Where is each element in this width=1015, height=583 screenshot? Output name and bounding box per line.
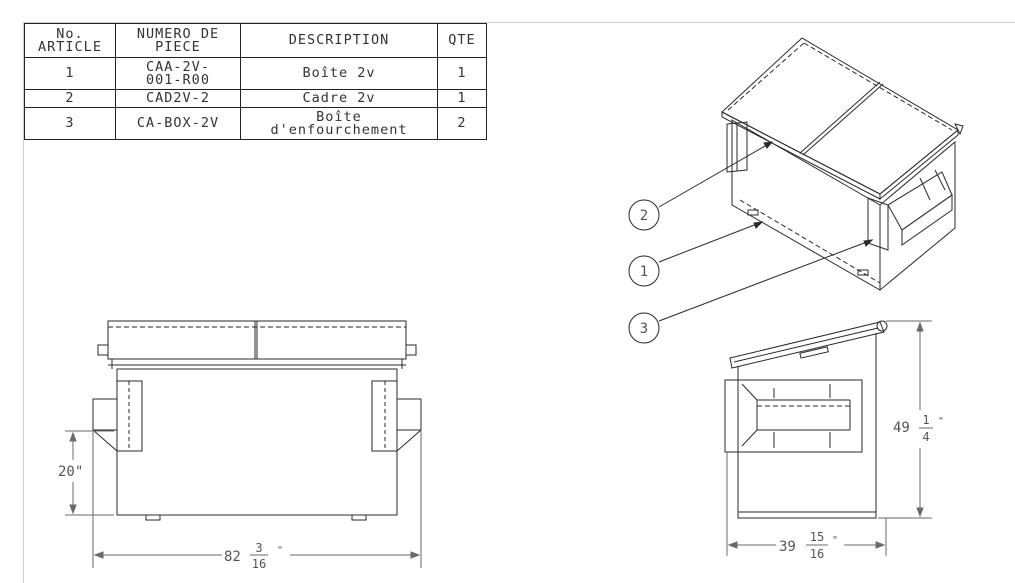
- front-dimensions: [65, 430, 422, 568]
- bom-cell-article: 3: [24, 107, 116, 140]
- side-dimensions: [726, 320, 932, 556]
- iso-fork-pocket-right: [867, 197, 889, 251]
- front-body-outline: [116, 368, 398, 516]
- bom-cell-qty: 1: [437, 89, 487, 108]
- side-fork-pocket: [724, 379, 863, 453]
- front-foot-left: [145, 514, 161, 521]
- side-width-denominator: 16: [810, 547, 824, 561]
- width-dimension-numerator: 3: [255, 541, 262, 555]
- side-body-outline: [737, 333, 877, 519]
- balloon-1: [628, 255, 660, 287]
- front-fork-flare-right: [396, 398, 422, 452]
- bom-cell-qty: 1: [437, 57, 487, 90]
- iso-lid-front-edge: [721, 111, 881, 200]
- front-handle-right: [406, 344, 417, 356]
- leader-3: [658, 239, 873, 322]
- bom-cell-part-number: CAD2V-2: [115, 89, 241, 108]
- bom-cell-part-number: CA-BOX-2V: [115, 107, 241, 140]
- bom-header-article: No.ARTICLE: [24, 23, 116, 58]
- balloon-callouts: [628, 141, 874, 344]
- balloon-2: [628, 199, 660, 231]
- leader-2: [658, 141, 773, 208]
- balloon-3: [628, 312, 660, 344]
- bom-row: 2 CAD2V-2 Cadre 2v 1: [24, 89, 487, 108]
- width-dimension-denominator: 16: [252, 557, 266, 571]
- side-height-denominator: 4: [922, 430, 929, 444]
- iso-lid-split: [799, 81, 881, 154]
- balloon-2-label: 2: [640, 208, 648, 224]
- iso-fork-pocket-left: [726, 121, 748, 173]
- leader-1: [658, 221, 763, 263]
- sheet-border-left: [23, 22, 24, 583]
- side-width-whole: 39: [779, 539, 796, 555]
- iso-body-front: [731, 119, 881, 291]
- iso-lid: [721, 37, 959, 195]
- front-fork-flare-left: [92, 398, 118, 452]
- side-lid-hinge: [876, 320, 888, 332]
- sheet-border-top: [23, 22, 1015, 23]
- bom-header-description: DESCRIPTION: [240, 23, 438, 58]
- side-lid: [729, 321, 885, 369]
- front-handle-left: [97, 344, 108, 356]
- side-width-numerator: 15: [810, 530, 824, 544]
- side-view: [724, 320, 888, 519]
- width-dimension-whole: 82: [224, 549, 241, 565]
- front-view: [92, 320, 422, 521]
- side-height-whole: 49: [893, 420, 910, 436]
- height-dimension-label: 20": [58, 464, 83, 480]
- iso-body-side: [879, 140, 956, 292]
- bom-cell-qty: 2: [437, 107, 487, 140]
- front-foot-right: [351, 514, 367, 521]
- side-height-unit: ": [938, 416, 944, 427]
- balloon-3-label: 3: [640, 321, 648, 337]
- width-dimension-unit: ": [277, 545, 283, 556]
- isometric-view: [721, 37, 964, 292]
- side-width-unit: ": [832, 535, 838, 546]
- side-height-numerator: 1: [922, 413, 929, 427]
- balloon-1-label: 1: [640, 264, 648, 280]
